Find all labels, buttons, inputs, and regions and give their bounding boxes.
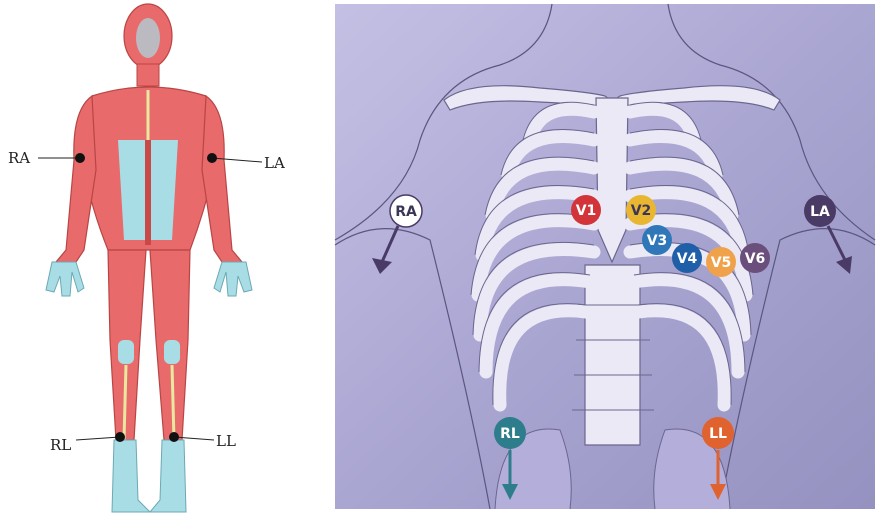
right-knee (118, 340, 134, 364)
label-ll: LL (216, 432, 236, 450)
left-foot (150, 440, 186, 512)
badge-label-v4: V4 (677, 251, 698, 267)
leader-line-rl (76, 437, 120, 440)
right-foot (112, 440, 150, 512)
left-hand (214, 262, 252, 296)
electrode-dot-rl (115, 432, 125, 442)
chest-diagram: RA LA RL LL V1 V2 (335, 4, 875, 509)
electrode-dot-la (207, 153, 217, 163)
neck (137, 64, 159, 86)
label-rl: RL (50, 436, 71, 454)
badge-label-ra: RA (395, 204, 417, 220)
badge-label-v6: V6 (745, 251, 766, 267)
badge-label-ll: LL (709, 426, 727, 442)
electrode-badge-v4: V4 (672, 243, 702, 273)
spine (585, 265, 640, 445)
sternum (596, 98, 628, 262)
left-shin-tendon (172, 365, 174, 440)
right-arm (56, 96, 96, 268)
right-hand (46, 262, 84, 296)
right-shin-tendon (124, 365, 126, 440)
label-la: LA (264, 154, 285, 172)
badge-label-v5: V5 (711, 255, 732, 271)
badge-label-v1: V1 (576, 203, 597, 219)
left-arm (202, 96, 242, 268)
electrode-badge-v5: V5 (706, 247, 736, 277)
badge-label-rl: RL (500, 426, 520, 442)
electrode-dot-ra (75, 153, 85, 163)
anatomy-figure: RA LA RL LL (8, 4, 285, 512)
badge-label-v3: V3 (647, 233, 668, 249)
electrode-badge-v2: V2 (626, 195, 656, 225)
electrode-dot-ll (169, 432, 179, 442)
electrode-badge-v1: V1 (571, 195, 601, 225)
badge-label-v2: V2 (631, 203, 652, 219)
badge-label-la: LA (810, 204, 830, 220)
electrode-badge-v6: V6 (740, 243, 770, 273)
left-knee (164, 340, 180, 364)
label-ra: RA (8, 149, 30, 167)
face-detail (136, 18, 160, 58)
electrode-badge-v3: V3 (642, 225, 672, 255)
